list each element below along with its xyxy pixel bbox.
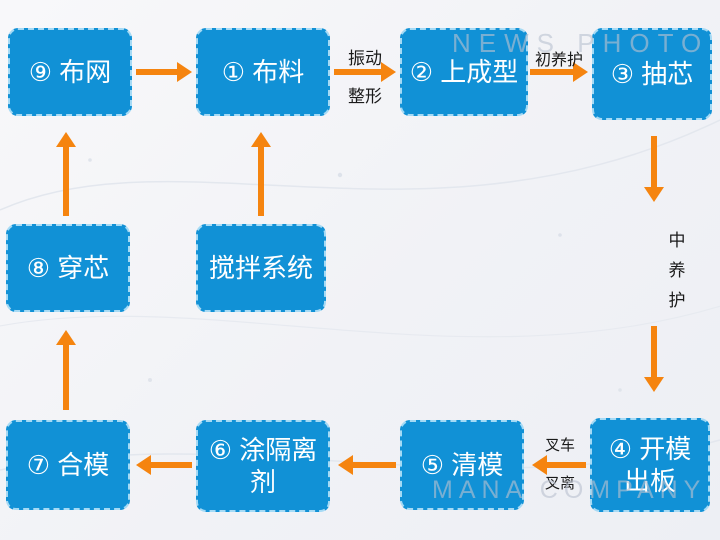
- arrow-step4-to-step5: [532, 455, 586, 475]
- node-step-2: ② 上成型: [400, 28, 528, 116]
- arrow-shaft: [136, 69, 178, 75]
- node-step-4-label: ④ 开模出板: [608, 433, 692, 497]
- edge-label-forklift-line1: 叉车: [544, 437, 575, 454]
- arrow-head: [573, 62, 588, 82]
- arrow-step9-to-step1: [136, 62, 192, 82]
- edge-label-vibration-line2: 整形: [348, 87, 382, 106]
- arrow-shaft: [651, 136, 657, 188]
- node-step-6-label: ⑥ 涂隔离剂: [208, 434, 318, 498]
- arrow-shaft: [334, 69, 382, 75]
- node-step-5: ⑤ 清模: [400, 420, 524, 510]
- arrow-head: [177, 62, 192, 82]
- arrow-head: [644, 377, 664, 392]
- edge-label-mid-cure-char1: 中: [668, 231, 686, 250]
- node-step-9: ⑨ 布网: [8, 28, 132, 116]
- arrow-head: [251, 132, 271, 147]
- node-step-7-label: ⑦ 合模: [26, 449, 110, 480]
- arrow-shaft: [150, 462, 192, 468]
- node-step-2-label: ② 上成型: [409, 56, 519, 87]
- arrow-shaft: [530, 69, 574, 75]
- arrow-shaft: [63, 146, 69, 216]
- node-step-5-label: ⑤ 清模: [420, 449, 504, 480]
- node-step-1: ① 布料: [196, 28, 330, 116]
- edge-label-initial-cure: 初养护: [534, 52, 583, 69]
- arrow-head: [136, 455, 151, 475]
- node-step-3: ③ 抽芯: [592, 28, 712, 120]
- arrow-step2-to-step3: [530, 62, 588, 82]
- arrow-shaft: [352, 462, 396, 468]
- edge-label-vibration-line1: 振动: [348, 49, 382, 68]
- node-step-9-label: ⑨ 布网: [28, 56, 112, 87]
- arrow-step6-to-step7: [136, 455, 192, 475]
- arrow-head: [644, 187, 664, 202]
- node-mixing-system: 搅拌系统: [196, 224, 326, 312]
- arrow-step1-to-step2: [334, 62, 396, 82]
- arrow-step8-to-step9: [56, 132, 76, 216]
- arrow-head: [56, 132, 76, 147]
- edge-label-forklift-line2: 叉离: [544, 475, 575, 492]
- watermark-bottom: MANA COMPANY: [432, 476, 707, 504]
- arrow-down-to-step4: [644, 326, 664, 392]
- arrow-step7-to-step8: [56, 330, 76, 410]
- arrow-shaft: [651, 326, 657, 378]
- node-step-1-label: ① 布料: [221, 56, 305, 87]
- node-step-7: ⑦ 合模: [6, 420, 130, 510]
- arrow-step5-to-step6: [338, 455, 396, 475]
- node-step-3-label: ③ 抽芯: [610, 58, 694, 89]
- arrow-head: [532, 455, 547, 475]
- arrow-shaft: [258, 146, 264, 216]
- edge-label-mid-cure-char2: 养: [668, 261, 686, 280]
- arrow-step3-down: [644, 136, 664, 202]
- watermark-top: NEWS PHOTO: [452, 28, 710, 58]
- node-mixing-system-label: 搅拌系统: [208, 252, 313, 283]
- edge-label-mid-cure-char3: 护: [668, 291, 686, 310]
- node-step-4: ④ 开模出板: [590, 418, 710, 512]
- arrow-head: [338, 455, 353, 475]
- arrow-shaft: [546, 462, 586, 468]
- node-step-8-label: ⑧ 穿芯: [26, 252, 110, 283]
- edge-label-mid-cure: 中 养 护: [662, 226, 692, 316]
- node-step-8: ⑧ 穿芯: [6, 224, 130, 312]
- arrow-shaft: [63, 344, 69, 410]
- arrow-mixing-to-step1: [251, 132, 271, 216]
- arrow-head: [56, 330, 76, 345]
- arrow-head: [381, 62, 396, 82]
- node-step-6: ⑥ 涂隔离剂: [196, 420, 330, 512]
